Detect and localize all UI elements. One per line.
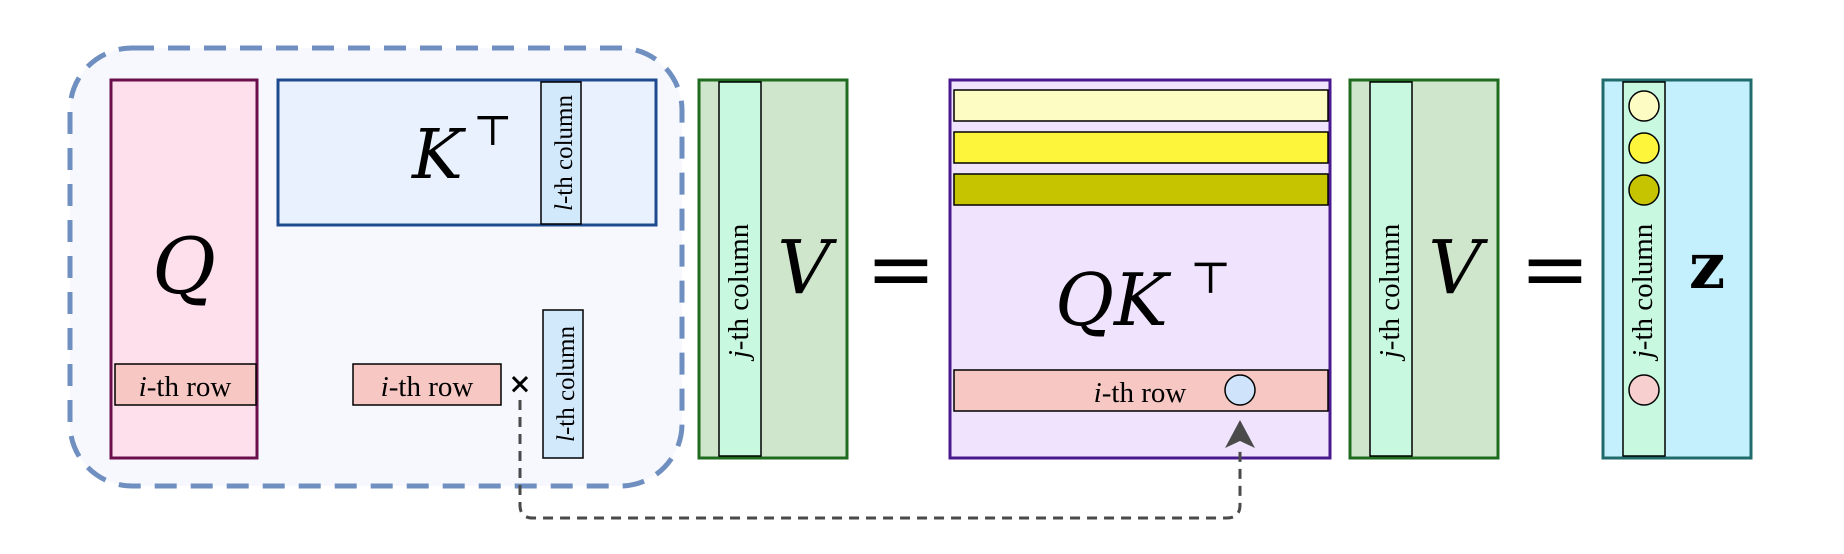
q-symbol: Q	[152, 222, 216, 312]
standalone-l-th-column	[542, 309, 584, 459]
z-circle-mid	[1628, 132, 1660, 164]
v-first-j-th-column	[718, 81, 762, 457]
dot-product-arrow	[518, 400, 1242, 520]
attention-band-light	[953, 89, 1329, 122]
q-i-th-row	[114, 363, 257, 406]
v-matrix-first: j-th column V	[697, 78, 849, 460]
k-l-th-column-label: l-th column	[551, 95, 578, 211]
qk-transpose-matrix: QK ⊤ i-th row	[948, 78, 1332, 460]
standalone-i-th-row-label: i-th row	[381, 371, 474, 403]
q-matrix: Q i-th row	[109, 78, 259, 460]
v-second-j-th-column-label: j-th column	[1374, 223, 1406, 362]
k-transpose-symbol: K	[410, 116, 467, 195]
arrowhead-icon	[1225, 420, 1255, 448]
attention-band-dark	[953, 173, 1329, 206]
qk-entry-circle	[1224, 374, 1256, 406]
z-circle-light	[1628, 90, 1660, 122]
qk-i-th-row	[953, 369, 1329, 412]
k-transpose-superscript: ⊤	[473, 106, 513, 155]
v-first-j-th-column-label: j-th column	[723, 223, 755, 362]
v-second-j-th-column	[1369, 81, 1413, 457]
standalone-i-th-row	[352, 363, 502, 406]
qk-transpose-symbol: QK	[1055, 258, 1172, 342]
k-transpose-matrix: K ⊤ l-th column	[276, 78, 658, 227]
qk-i-th-row-label: i-th row	[1094, 377, 1187, 409]
z-symbol: z	[1689, 229, 1725, 304]
z-output: j-th column z	[1601, 78, 1753, 460]
times-symbol: ×	[508, 367, 531, 400]
v-first-symbol: V	[777, 225, 837, 311]
qk-transpose-superscript: ⊤	[1190, 253, 1231, 304]
k-l-th-column	[540, 81, 582, 225]
z-circle-dark	[1628, 174, 1660, 206]
z-j-th-column-label: j-th column	[1627, 223, 1659, 362]
equals-sign-second: =	[1520, 220, 1590, 318]
equals-sign-first: =	[866, 220, 936, 318]
z-circle-pink	[1628, 374, 1660, 406]
standalone-l-th-column-label: l-th column	[553, 326, 580, 442]
k-transpose-box	[276, 78, 658, 227]
attention-band-mid	[953, 131, 1329, 164]
q-i-th-row-label: i-th row	[139, 371, 232, 403]
v-matrix-second: j-th column V	[1348, 78, 1500, 460]
v-second-symbol: V	[1428, 225, 1488, 311]
